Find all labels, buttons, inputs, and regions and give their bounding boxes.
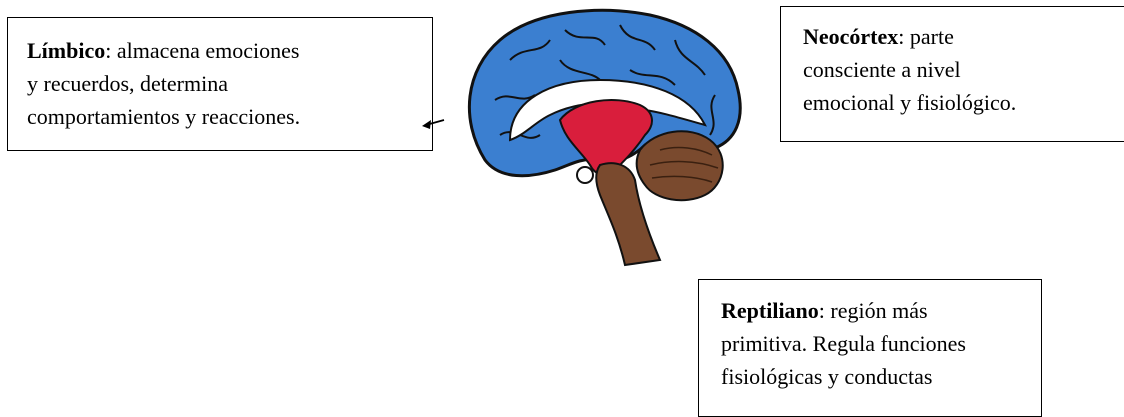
- neocortex-line-3: emocional y fisiológico.: [803, 86, 1124, 119]
- pituitary-gland: [577, 167, 593, 183]
- reptiliano-line-1: Reptiliano: región más: [721, 294, 1041, 327]
- reptiliano-label-box: Reptiliano: región más primitiva. Regula…: [698, 279, 1042, 417]
- limbico-line-1: Límbico: almacena emociones: [27, 34, 432, 67]
- neocortex-text-1: : parte: [898, 24, 954, 49]
- reptiliano-line-3: fisiológicas y conductas: [721, 360, 1041, 393]
- reptiliano-text-1: : región más: [819, 298, 928, 323]
- limbico-title: Límbico: [27, 38, 105, 63]
- neocortex-line-2: consciente a nivel: [803, 53, 1124, 86]
- neocortex-title: Neocórtex: [803, 24, 898, 49]
- limbico-text-1: : almacena emociones: [105, 38, 299, 63]
- brain-diagram: [440, 0, 780, 270]
- neocortex-label-box: Neocórtex: parte consciente a nivel emoc…: [780, 6, 1124, 142]
- limbico-line-3: comportamientos y reacciones.: [27, 100, 432, 133]
- reptiliano-title: Reptiliano: [721, 298, 819, 323]
- reptiliano-line-2: primitiva. Regula funciones: [721, 327, 1041, 360]
- limbico-line-2: y recuerdos, determina: [27, 67, 432, 100]
- limbico-label-box: Límbico: almacena emociones y recuerdos,…: [7, 17, 433, 151]
- neocortex-line-1: Neocórtex: parte: [803, 20, 1124, 53]
